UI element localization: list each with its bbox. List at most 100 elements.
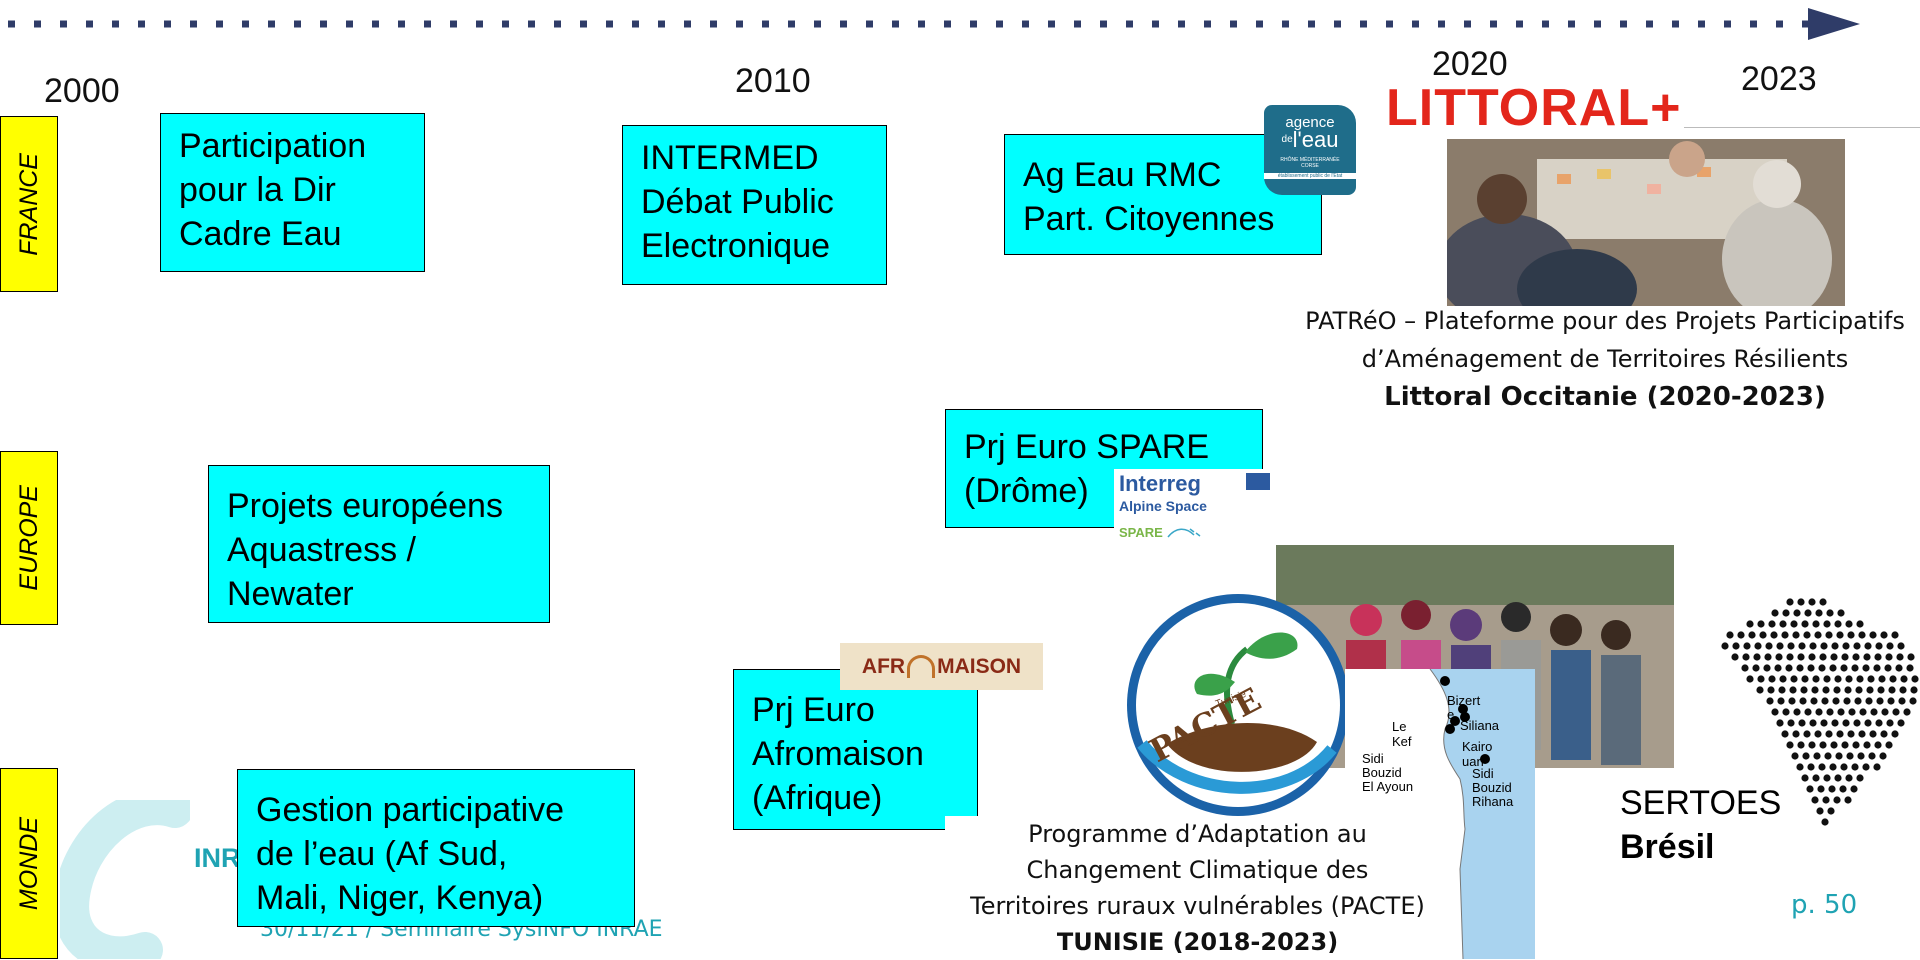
brazil-map-dot — [1801, 620, 1809, 628]
brazil-map-dot — [1782, 708, 1790, 716]
brazil-map-dot — [1789, 686, 1797, 694]
brazil-map-dot — [1824, 752, 1832, 760]
brazil-map-dot — [1807, 664, 1815, 672]
brazil-map-dot — [1777, 697, 1785, 705]
brazil-map-dot — [1841, 741, 1849, 749]
brazil-map-dot — [1851, 664, 1859, 672]
brazil-map-dot — [1823, 620, 1831, 628]
brazil-map-dot — [1863, 653, 1871, 661]
brazil-map-dot — [1836, 631, 1844, 639]
brazil-map-dot — [1875, 719, 1883, 727]
brazil-map-dot — [1880, 631, 1888, 639]
brazil-map-dot — [1852, 741, 1860, 749]
brazil-map-dot — [1878, 675, 1886, 683]
brazil-map-dot — [1823, 675, 1831, 683]
brazil-map-dot — [1876, 697, 1884, 705]
patreo-caption-line2: d’Aménagement de Territoires Résilients — [1361, 345, 1849, 373]
brazil-map-dot — [1868, 752, 1876, 760]
brazil-map-dot — [1900, 675, 1908, 683]
brazil-map-dot — [1815, 708, 1823, 716]
brazil-map-dot — [1903, 708, 1911, 716]
brazil-map-dot — [1885, 653, 1893, 661]
brazil-map-dot — [1765, 642, 1773, 650]
brazil-map-dot — [1798, 719, 1806, 727]
pacte-caption-bold: TUNISIE (2018-2023) — [1056, 928, 1339, 956]
patreo-caption: PATRéO – Plateforme pour des Projets Par… — [1265, 302, 1920, 416]
brazil-map-dot — [1804, 708, 1812, 716]
brazil-map-dot — [1770, 631, 1778, 639]
region-france-label: FRANCE — [0, 116, 58, 292]
brazil-map-dot — [1764, 653, 1772, 661]
year-2023: 2023 — [1741, 60, 1817, 98]
eu-flag-icon — [1246, 473, 1270, 490]
brazil-map-dot — [1881, 708, 1889, 716]
brazil-map-dot — [1775, 653, 1783, 661]
box-participation-dce: Participation pour la Dir Cadre Eau — [160, 113, 425, 272]
brazil-map-dot — [1897, 642, 1905, 650]
brazil-map-dot — [1820, 642, 1828, 650]
map-label-bizerte-2: e — [1447, 707, 1455, 722]
brazil-map-dot — [1864, 719, 1872, 727]
pacte-caption-line2: Changement Climatique des — [1026, 856, 1369, 884]
afromaison-emblem-icon — [907, 655, 936, 678]
brazil-map-dot — [1891, 730, 1899, 738]
brazil-map-dot — [1813, 752, 1821, 760]
brazil-map-dot — [1832, 697, 1840, 705]
brazil-map-dot — [1781, 730, 1789, 738]
brazil-map-dot — [1911, 675, 1919, 683]
map-label-rihana: Rihana — [1472, 794, 1514, 809]
brazil-map-dot — [1776, 719, 1784, 727]
brazil-map-dot — [1802, 752, 1810, 760]
agence-logo-line4: RHÔNE MÉDITERRANÉE — [1280, 157, 1340, 163]
year-2000: 2000 — [44, 72, 120, 110]
brazil-map-dot — [1858, 730, 1866, 738]
patreo-caption-line1: PATRéO – Plateforme pour des Projets Par… — [1305, 307, 1905, 335]
brazil-map-dot — [1779, 675, 1787, 683]
brazil-map-dot — [1821, 697, 1829, 705]
brazil-map-dot — [1799, 697, 1807, 705]
brazil-map-dot — [1774, 664, 1782, 672]
brazil-map-dot — [1822, 796, 1830, 804]
brazil-map-dot — [1746, 675, 1754, 683]
bresil-label: Brésil — [1620, 828, 1715, 866]
brazil-map-dot — [1847, 730, 1855, 738]
brazil-map-dot — [1887, 697, 1895, 705]
brazil-map-dot — [1836, 730, 1844, 738]
box-intermed: INTERMED Débat Public Electronique — [622, 125, 887, 285]
brazil-map-dot — [1864, 642, 1872, 650]
brazil-map-dot — [1787, 719, 1795, 727]
brazil-map-dot — [1906, 664, 1914, 672]
brazil-map-dot — [1792, 730, 1800, 738]
brazil-map-dot — [1825, 730, 1833, 738]
brazil-map-dot — [1880, 730, 1888, 738]
brazil-map-dot — [1898, 697, 1906, 705]
box-projets-europeens: Projets européens Aquastress / Newater — [208, 465, 550, 623]
brazil-map-dot — [1884, 664, 1892, 672]
map-label-uan: uan — [1462, 754, 1484, 769]
map-label-sidi-2: Sidi — [1472, 766, 1494, 781]
brazil-map-dot — [1899, 686, 1907, 694]
brazil-map-dot — [1863, 741, 1871, 749]
brazil-map-dot — [1731, 653, 1739, 661]
brazil-map-dot — [1778, 686, 1786, 694]
brazil-map-dot — [1845, 774, 1853, 782]
brazil-map-dot — [1768, 675, 1776, 683]
brazil-map-dot — [1853, 642, 1861, 650]
brazil-map-dot — [1837, 609, 1845, 617]
year-2020: 2020 — [1432, 45, 1508, 83]
brazil-map-dot — [1756, 686, 1764, 694]
region-europe-label: EUROPE — [0, 451, 58, 625]
brazil-map-dot — [1818, 664, 1826, 672]
brazil-map-dot — [1726, 631, 1734, 639]
brazil-map-dot — [1766, 697, 1774, 705]
brazil-map-dot — [1819, 653, 1827, 661]
brazil-map-dot — [1757, 675, 1765, 683]
brazil-map-dot — [1782, 609, 1790, 617]
brazil-map-dot — [1763, 664, 1771, 672]
brazil-map-dot — [1879, 752, 1887, 760]
brazil-map-dot — [1869, 730, 1877, 738]
brazil-map-dot — [1852, 653, 1860, 661]
afromaison-logo-left: AFR — [861, 654, 906, 678]
brazil-map-dot — [1874, 653, 1882, 661]
brazil-map-dot — [1800, 686, 1808, 694]
